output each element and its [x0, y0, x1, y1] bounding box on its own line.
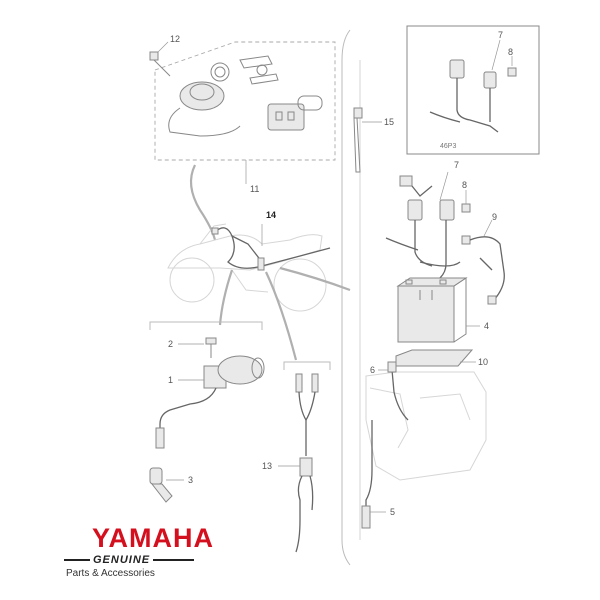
- leader-7-inset: [491, 39, 501, 71]
- battery-box: [365, 371, 487, 481]
- callout-13: 13: [262, 461, 272, 471]
- callout-14: 14: [266, 210, 276, 220]
- battery: [396, 277, 468, 343]
- route-line-battery: [279, 266, 351, 292]
- inset-code: 46P3: [440, 143, 456, 150]
- callout-10: 10: [478, 357, 488, 367]
- callout-2: 2: [168, 339, 173, 349]
- fuse-holder-6: [387, 361, 409, 421]
- inset-box: [406, 25, 540, 155]
- bolt-2: [205, 337, 217, 358]
- ignition-switch: [168, 62, 241, 137]
- callout-8-inset: 8: [508, 47, 513, 57]
- callout-12: 12: [170, 34, 180, 44]
- cable-tie: [353, 107, 363, 173]
- harness-clip: [211, 227, 219, 235]
- callout-7: 7: [454, 160, 459, 170]
- motorcycle-outline: [167, 223, 327, 312]
- logo-genuine-text: GENUINE: [90, 553, 154, 567]
- switch-group-bracket: [283, 361, 331, 370]
- ignition-keys: [239, 55, 279, 85]
- spark-plug-cap: [149, 467, 173, 503]
- leader-9: [483, 219, 493, 237]
- callout-7-inset: 7: [498, 30, 503, 40]
- callout-3: 3: [188, 475, 193, 485]
- leader-7: [439, 171, 449, 201]
- coil-group-bracket: [149, 321, 263, 330]
- harness-marker: [257, 257, 265, 271]
- inset-harness: [429, 59, 517, 133]
- lead-5: [361, 420, 373, 529]
- callout-9: 9: [492, 212, 497, 222]
- section-divider: [341, 29, 351, 566]
- handlebar-switch: [267, 95, 323, 131]
- wire-harness-14-b: [231, 235, 263, 263]
- logo-genuine-bar: GENUINE: [64, 553, 194, 567]
- callout-1: 1: [168, 375, 173, 385]
- callout-15: 15: [384, 117, 394, 127]
- fuse-harness: [385, 175, 471, 279]
- battery-pad: [395, 349, 474, 367]
- wire-harness-14: [214, 227, 331, 269]
- route-line-left: [218, 269, 234, 326]
- bolt-12: [149, 51, 171, 77]
- callout-11: 11: [250, 184, 259, 194]
- callout-6: 6: [370, 365, 375, 375]
- callout-4: 4: [484, 321, 489, 331]
- logo-tagline: Parts & Accessories: [66, 568, 155, 579]
- ignition-group-box: [154, 41, 336, 161]
- battery-lead-9: [461, 235, 505, 305]
- yamaha-genuine-logo: YAMAHA GENUINE Parts & Accessories: [64, 523, 215, 579]
- callout-5: 5: [390, 507, 395, 517]
- callout-8: 8: [462, 180, 467, 190]
- route-line-right: [265, 271, 298, 361]
- ignition-coil: [155, 355, 265, 449]
- switch-13: [295, 373, 319, 553]
- logo-brand: YAMAHA: [92, 523, 215, 553]
- leader-12: [157, 41, 169, 53]
